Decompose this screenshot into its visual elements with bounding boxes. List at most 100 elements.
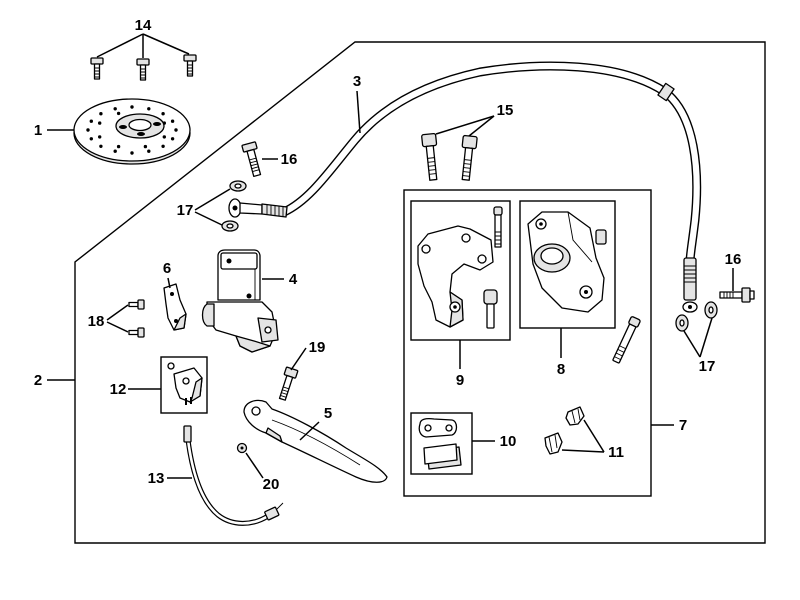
callout-12: 12 <box>110 381 127 398</box>
lever-body <box>243 399 388 483</box>
hose-fitting-lower <box>682 257 698 313</box>
leader-15a <box>435 115 495 135</box>
callout-18: 18 <box>88 313 105 330</box>
bolt-cap <box>749 290 755 300</box>
reservoir-cap <box>220 252 258 270</box>
disc-bolt <box>183 54 197 77</box>
callout-15: 15 <box>497 102 514 119</box>
leader-18a <box>106 304 129 321</box>
leader-3 <box>356 90 361 134</box>
bolt-head <box>183 54 197 62</box>
boot-head <box>483 289 498 305</box>
shim-hole <box>424 424 432 432</box>
thread-lines <box>140 68 146 79</box>
switch-cable <box>183 425 284 526</box>
clamp-side <box>173 313 187 331</box>
cable-core <box>186 439 269 525</box>
bracket-mount-bore <box>453 305 457 309</box>
callout-1: 1 <box>34 122 42 139</box>
bolt-head <box>421 132 438 148</box>
hose-body <box>282 62 700 263</box>
callout-labels: 1 2 3 4 5 6 7 8 9 10 11 12 13 14 15 16 1… <box>34 17 742 493</box>
lever-pivot-hole <box>251 406 261 416</box>
switch-terminal <box>185 398 187 405</box>
leader-18b <box>106 321 129 333</box>
cylinder-underside <box>235 335 271 353</box>
leader-17-left-a <box>194 188 231 211</box>
washer-hole <box>226 223 234 229</box>
pad-friction <box>423 443 458 465</box>
bleed-screw <box>612 316 641 364</box>
banjo-bore <box>688 305 692 309</box>
screw-shank <box>128 329 139 336</box>
spring-body <box>544 432 563 455</box>
pad-spring-upper <box>565 406 585 426</box>
sealing-washer-caliper-a <box>675 314 689 332</box>
caliper-edge-line <box>567 211 593 263</box>
cable-wire-stub <box>276 502 284 510</box>
callout-6: 6 <box>163 260 171 277</box>
cable-end-upper <box>183 425 192 443</box>
brake-disc <box>73 98 191 165</box>
brake-lever <box>243 399 388 483</box>
disc-bolt <box>136 58 150 81</box>
caliper-kit-box <box>403 189 652 497</box>
ferrule-ribs <box>684 265 696 283</box>
caliper-pin-boot <box>595 229 607 245</box>
lever-knuckle <box>265 427 283 443</box>
lever-edge-line <box>271 419 361 466</box>
leader-5 <box>299 421 320 441</box>
bracket-hole <box>477 254 487 264</box>
banjo-bolt-lower <box>719 287 755 303</box>
leader-11a <box>583 419 605 453</box>
callout-16-right: 16 <box>725 251 742 268</box>
leader-6 <box>167 277 171 289</box>
disc-mount-slot <box>119 125 127 129</box>
screw-shank <box>128 301 139 308</box>
sealing-washer-caliper-b <box>704 301 718 319</box>
pin-head <box>493 206 503 216</box>
cable-outline <box>185 439 270 526</box>
pivot-hole <box>264 326 272 334</box>
fitting-ferrule <box>261 203 288 218</box>
bolt-shank <box>719 291 743 299</box>
screw-head <box>137 327 145 338</box>
slide-pin-boot <box>483 289 498 329</box>
switch-screw <box>167 362 175 370</box>
thread-lines <box>723 292 734 298</box>
bleed-shank <box>612 323 637 364</box>
caliper-mount-bolt <box>461 134 478 181</box>
callout-20: 20 <box>263 476 280 493</box>
pads-box <box>410 412 473 475</box>
thread-lines <box>427 157 437 175</box>
thread-lines <box>280 386 290 398</box>
brake-hose <box>281 61 702 263</box>
leader-lines <box>47 33 734 479</box>
lever-pivot-bolt <box>278 366 299 401</box>
switch-plunger <box>182 377 190 385</box>
fitting-neck <box>239 202 263 215</box>
boot-sleeve <box>486 303 495 329</box>
leader-11b <box>561 449 605 453</box>
callout-10: 10 <box>500 433 517 450</box>
sealing-washer-lower <box>221 220 239 232</box>
hose-fitting-upper <box>228 198 288 218</box>
leader-17-left-b <box>194 211 223 226</box>
brake-light-switch <box>167 362 203 405</box>
caliper-bracket <box>417 225 494 328</box>
spring-body <box>565 406 585 426</box>
slide-pin <box>493 206 503 248</box>
bolt-head <box>90 57 104 65</box>
bolt-shank <box>246 148 262 178</box>
sealing-washer-upper <box>229 180 247 192</box>
bracket-body <box>417 225 494 328</box>
caliper-piston <box>540 247 564 265</box>
hose-outline <box>281 61 702 263</box>
thread-lines <box>94 67 100 78</box>
bracket-hole <box>421 244 431 254</box>
kit-frame <box>74 41 766 544</box>
disc-mount-slot <box>153 122 161 126</box>
leader-17-right-a <box>683 330 701 358</box>
handlebar-saddle <box>201 303 215 327</box>
